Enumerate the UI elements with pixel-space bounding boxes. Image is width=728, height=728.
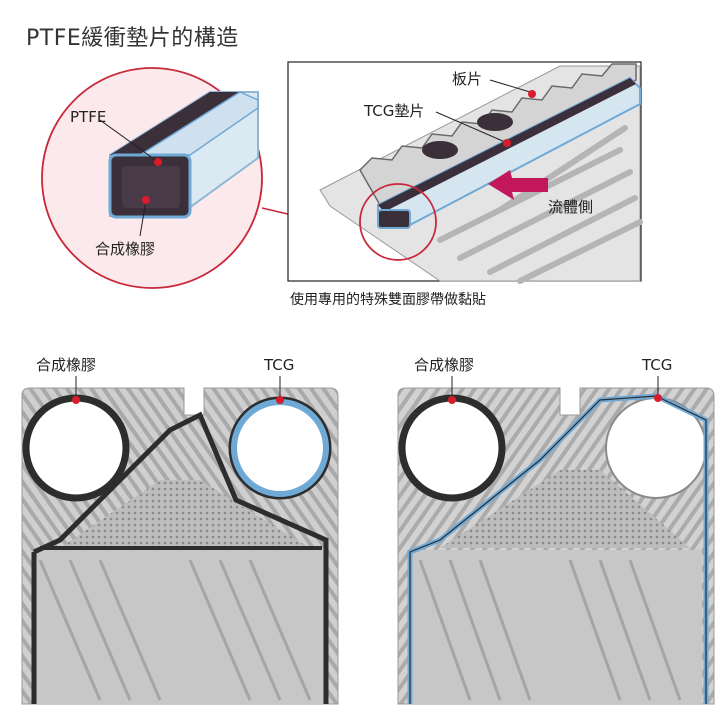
plate-label: 板片 xyxy=(452,70,482,88)
right-rubber-port xyxy=(398,394,506,502)
right-tcg-label: TCG xyxy=(641,356,672,374)
zoom-circle xyxy=(359,183,437,261)
left-rubber-port xyxy=(22,394,130,502)
detail-magnifier: PTFE 合成橡膠 xyxy=(41,67,263,289)
left-rubber-marker xyxy=(72,396,80,404)
left-tcg-marker xyxy=(276,396,284,404)
right-rubber-label: 合成橡膠 xyxy=(414,356,474,374)
left-plate-illustration: 合成橡膠 TCG xyxy=(21,356,339,705)
ptfe-label: PTFE xyxy=(70,108,106,126)
tcg-gasket-label: TCG墊片 xyxy=(363,102,424,120)
assembly-illustration: 板片 TCG墊片 流體側 xyxy=(287,61,643,284)
left-rubber-label: 合成橡膠 xyxy=(36,356,96,374)
right-plate-illustration: 合成橡膠 TCG xyxy=(397,356,715,705)
ptfe-marker xyxy=(154,158,162,166)
plate-ridge xyxy=(359,63,637,206)
gasket-cross-section xyxy=(108,91,259,219)
assembly-caption: 使用專用的特殊雙面膠帶做黏貼 xyxy=(290,292,486,308)
rubber-label: 合成橡膠 xyxy=(95,240,155,258)
right-rubber-marker xyxy=(448,396,456,404)
page-title: PTFE緩衝墊片的構造 xyxy=(26,26,239,51)
flow-side-label: 流體側 xyxy=(548,198,593,216)
tcg-gasket-marker xyxy=(503,139,511,147)
rubber-marker xyxy=(142,196,150,204)
flow-arrow xyxy=(488,170,548,200)
plate-marker xyxy=(528,90,536,98)
left-tcg-label: TCG xyxy=(263,356,294,374)
right-tcg-marker xyxy=(654,394,662,402)
